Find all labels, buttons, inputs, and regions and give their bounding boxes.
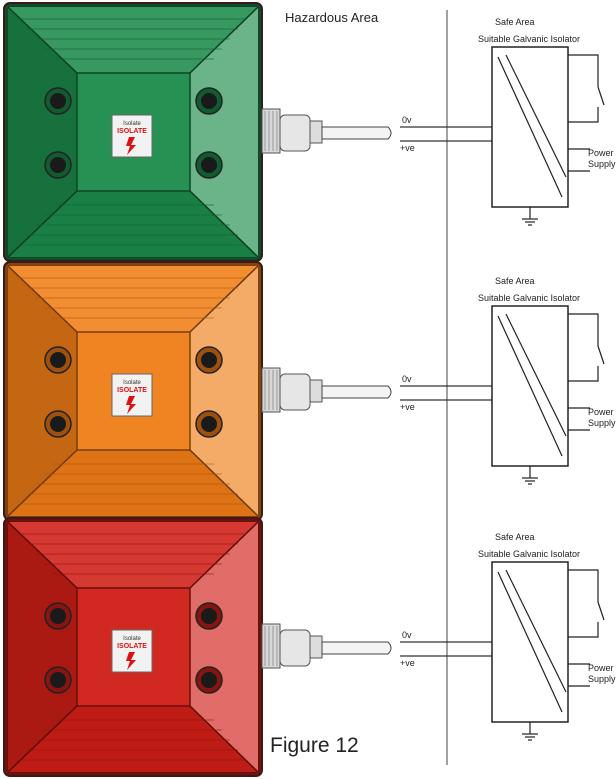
lens-facet-bottom (8, 191, 258, 257)
cable-gland-body (279, 373, 311, 411)
screw-hole (50, 608, 66, 624)
screw-hole (201, 608, 217, 624)
supply-label: Supply (588, 159, 616, 169)
cable-gland-tip (309, 635, 323, 659)
lightning-icon (126, 137, 136, 155)
wire-0v-label: 0v (402, 115, 412, 125)
lens-facet-right (190, 522, 258, 772)
relay-contact-wire (568, 313, 599, 346)
isolator-label: Suitable Galvanic Isolator (478, 549, 580, 559)
cable (321, 126, 392, 140)
facet-edge (189, 190, 259, 258)
relay-contact-wire (568, 54, 599, 87)
safe-area-label-top: Safe Area (495, 17, 535, 27)
power-label: Power (588, 663, 614, 673)
isolate-label-main: ISOLATE (117, 643, 147, 650)
isolate-label-small: Isolate (123, 121, 141, 127)
screw-hole (50, 157, 66, 173)
lightning-icon (126, 396, 136, 414)
facet-edge (7, 521, 78, 589)
relay-contact-wire (568, 569, 599, 602)
wire-ve-label: +ve (400, 658, 415, 668)
figure-caption: Figure 12 (270, 734, 359, 757)
screw-hole (201, 672, 217, 688)
safe-area-label: Safe Area (495, 276, 535, 286)
power-label: Power (588, 407, 614, 417)
lightning-icon (126, 652, 136, 670)
lens-facet-left (8, 522, 77, 772)
isolate-label-small: Isolate (123, 380, 141, 386)
isolate-label-plate (111, 629, 153, 673)
isolate-label-plate (111, 373, 153, 417)
cable (321, 385, 392, 399)
lens-facet-top (8, 7, 258, 73)
facet-edge (189, 705, 259, 773)
screw-hole (201, 157, 217, 173)
facet-edge (7, 265, 78, 333)
isolator-label: Suitable Galvanic Isolator (478, 34, 580, 44)
isolator-label: Suitable Galvanic Isolator (478, 293, 580, 303)
facet-edge (189, 265, 259, 333)
lens-facet-top (8, 522, 258, 588)
isolator-diagonal (505, 569, 567, 693)
facet-edge (189, 449, 259, 517)
screw-hole (201, 93, 217, 109)
relay-switch-icon (597, 86, 605, 106)
wire-0v-label: 0v (402, 630, 412, 640)
safe-area-label: Safe Area (495, 532, 535, 542)
isolate-label-small: Isolate (123, 636, 141, 642)
screw-hole (50, 352, 66, 368)
supply-label: Supply (588, 418, 616, 428)
screw-hole (50, 672, 66, 688)
isolator-diagonal (497, 571, 563, 713)
lens-facet-top (8, 266, 258, 332)
screw-hole (201, 352, 217, 368)
facet-edge (7, 449, 78, 517)
power-label: Power (588, 148, 614, 158)
cable-gland-tip (309, 120, 323, 144)
supply-label: Supply (588, 674, 616, 684)
hazardous-area-label: Hazardous Area (285, 10, 379, 25)
lens-facet-bottom (8, 450, 258, 516)
isolator-diagonal (497, 315, 563, 457)
facet-edge (7, 705, 78, 773)
relay-contact-wire (568, 366, 599, 382)
isolator-diagonal (497, 56, 563, 198)
cable (321, 641, 392, 655)
facet-edge (7, 190, 78, 258)
cable-gland-tip (309, 379, 323, 403)
facet-edge (189, 6, 259, 74)
wire-0v-label: 0v (402, 374, 412, 384)
relay-switch-icon (597, 601, 605, 621)
isolator-diagonal (505, 54, 567, 178)
isolate-label-plate (111, 114, 153, 158)
lens-facet-bottom (8, 706, 258, 772)
isolate-label-main: ISOLATE (117, 128, 147, 135)
relay-contact-wire (568, 107, 599, 123)
screw-hole (50, 93, 66, 109)
wire-ve-label: +ve (400, 143, 415, 153)
relay-switch-icon (597, 345, 605, 365)
lens-facet-left (8, 266, 77, 516)
relay-contact-wire (568, 622, 599, 638)
cable-gland-body (279, 629, 311, 667)
screw-hole (50, 416, 66, 432)
lens-facet-right (190, 7, 258, 257)
facet-edge (7, 6, 78, 74)
isolate-label-main: ISOLATE (117, 387, 147, 394)
screw-hole (201, 416, 217, 432)
isolator-diagonal (505, 313, 567, 437)
wire-ve-label: +ve (400, 402, 415, 412)
lens-facet-left (8, 7, 77, 257)
facet-edge (189, 521, 259, 589)
cable-gland-body (279, 114, 311, 152)
lens-facet-right (190, 266, 258, 516)
